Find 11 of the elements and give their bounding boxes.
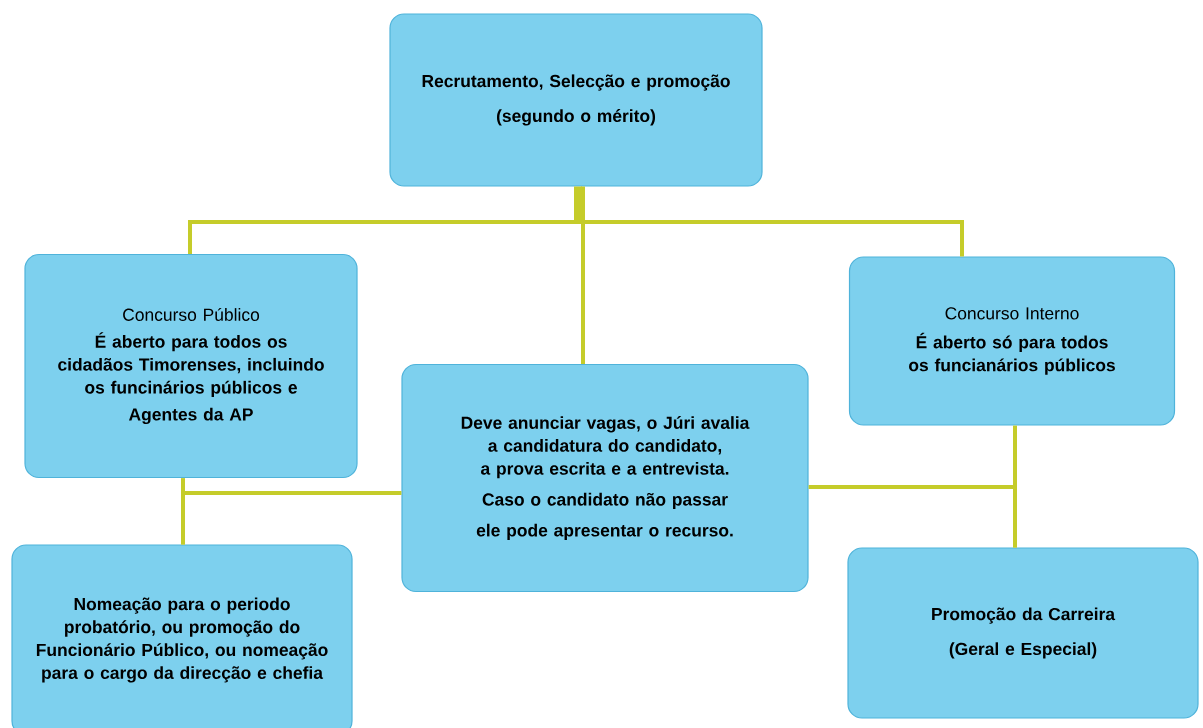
- process-box: Deve anunciar vagas, o Júri avalia a candidatura do candidato, a prova escrita e a entrevista. Caso o candidato não passar ele pode apresentar o recurso.: [401, 363, 809, 593]
- connector-line: [808, 485, 1017, 548]
- connector-line: [188, 186, 578, 254]
- process-box: Nomeação para o periodo probatório, ou promoção do Funcionário Público, ou nomeação para o cargo da direcção e chefia: [11, 544, 353, 728]
- process-box: Recrutamento, Selecção e promoção (segundo o mérito): [389, 13, 763, 187]
- process-box: Concurso Público É aberto para todos os cidadãos Timorenses, incluindo os funcinários públicos e Agentes da AP: [24, 253, 358, 479]
- connector-line: [578, 186, 964, 257]
- connector-line: [181, 491, 402, 545]
- connector-line: [581, 186, 585, 364]
- process-box: Promoção da Carreira (Geral e Especial): [847, 547, 1199, 719]
- process-box: Concurso Interno É aberto só para todos os funcianários públicos: [848, 256, 1176, 426]
